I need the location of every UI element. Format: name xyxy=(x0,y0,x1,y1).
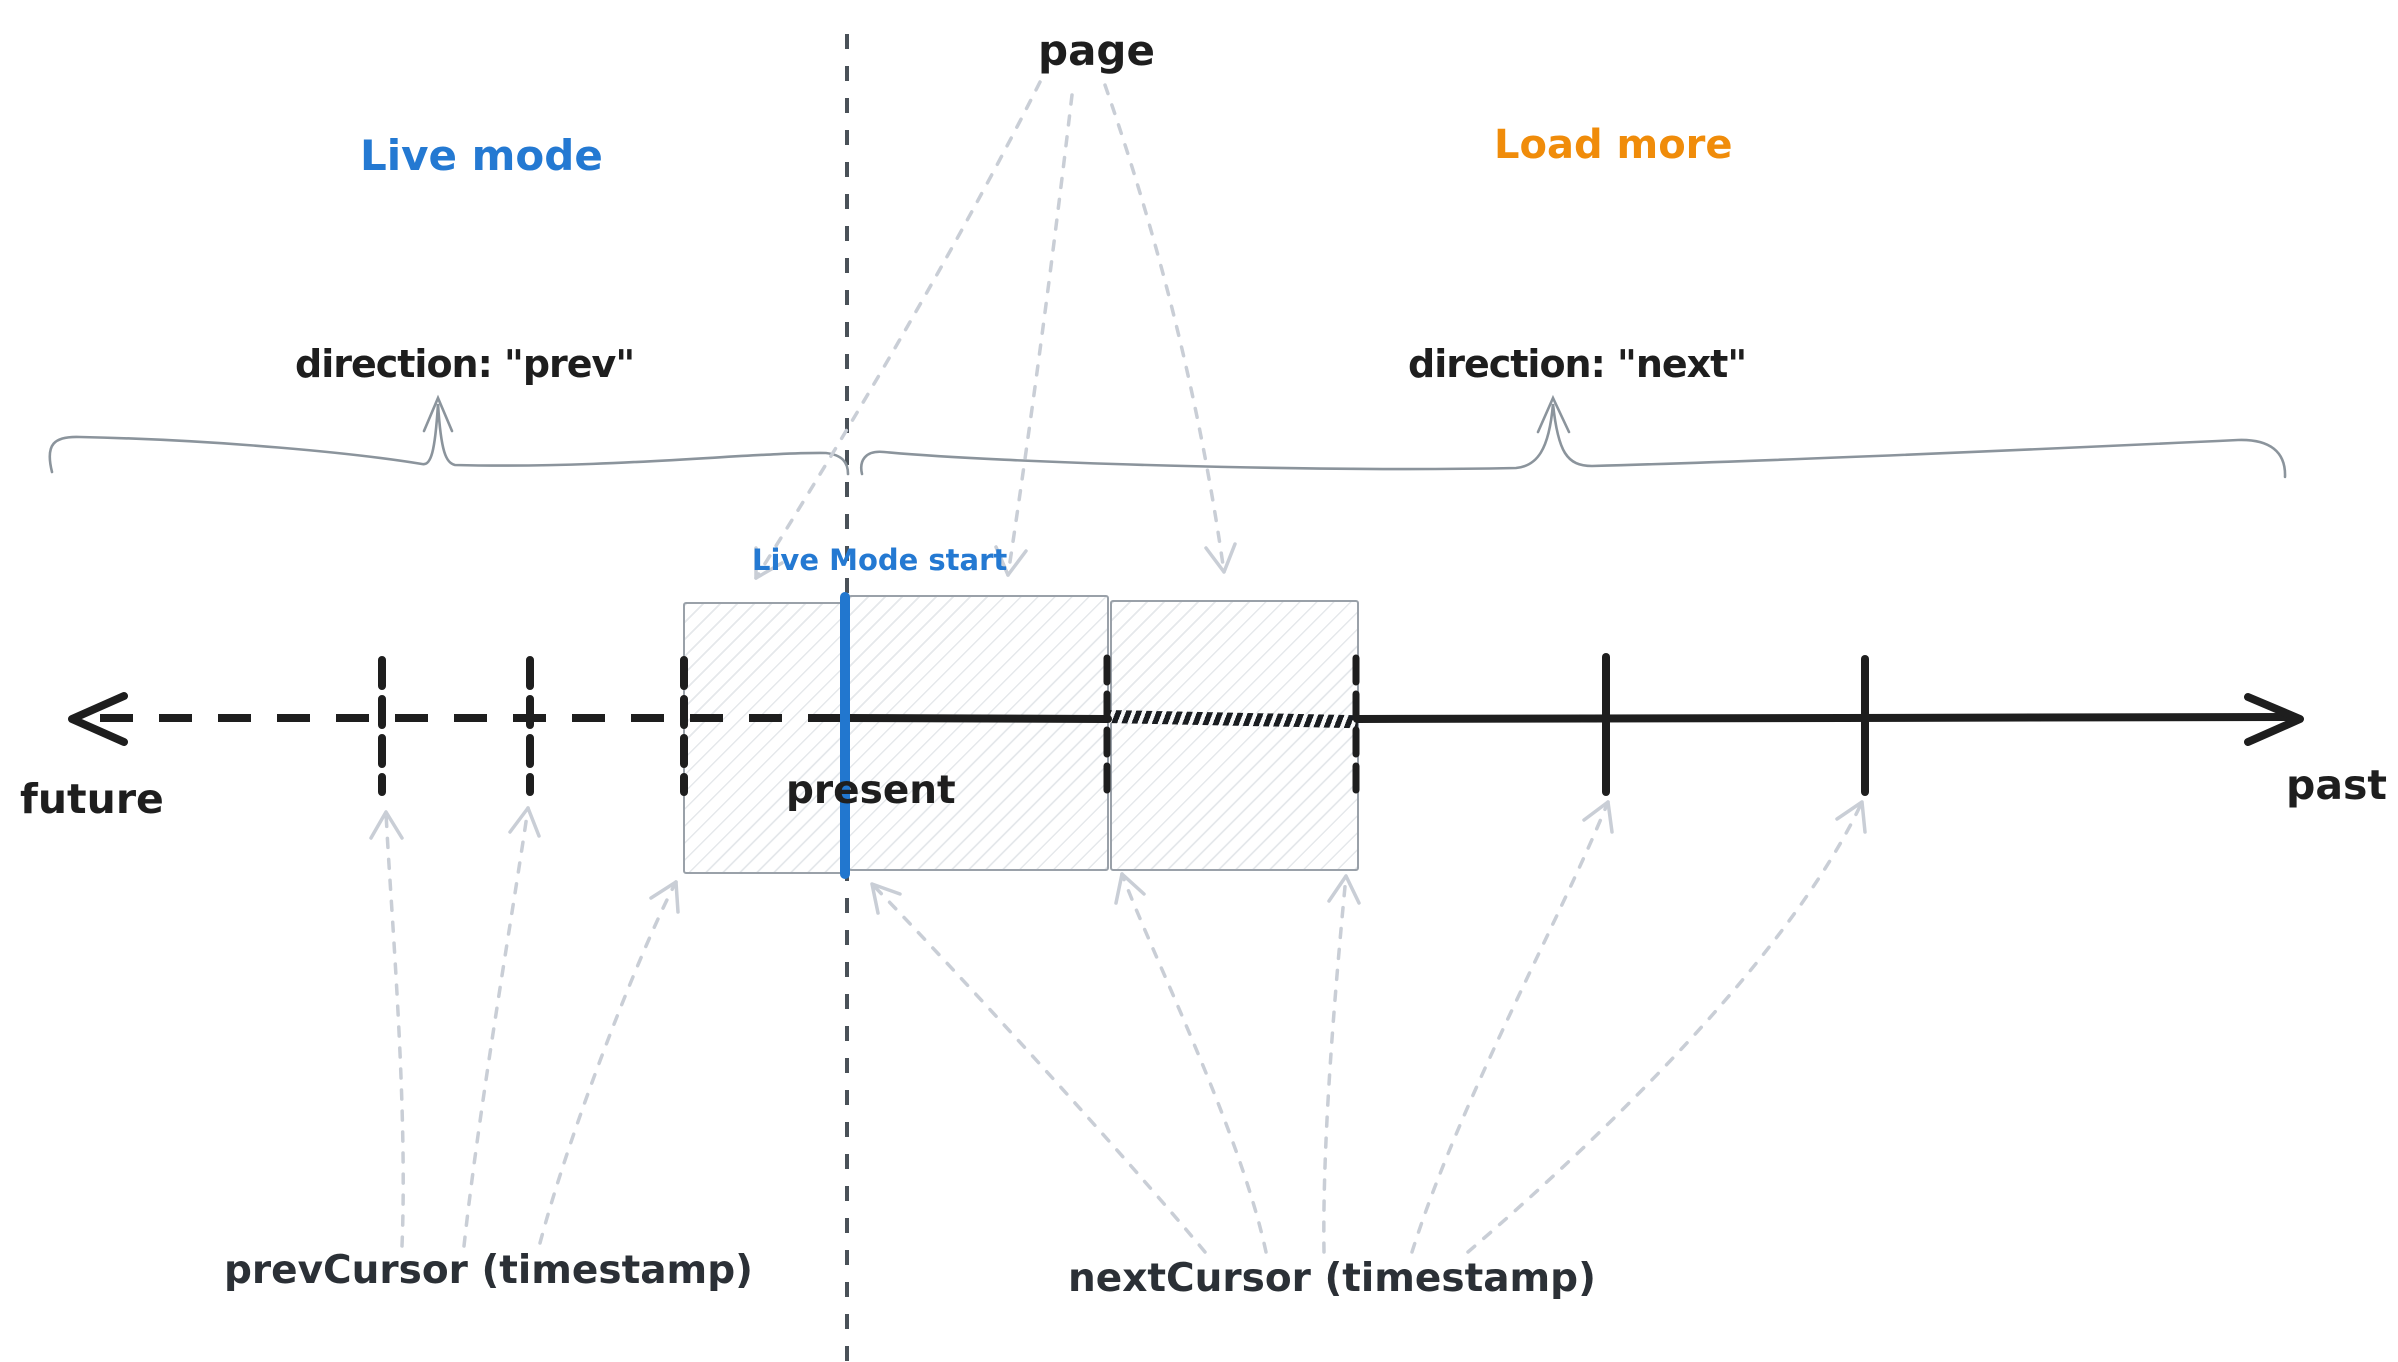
connector-page-to-box2-arrowhead-icon xyxy=(994,545,1028,577)
live-mode-label: Live mode xyxy=(360,131,603,180)
connector-prevcursor-to-box1-corner xyxy=(538,880,678,1245)
connector-page-to-box3-arrowhead-icon xyxy=(1204,542,1237,574)
connector-nextcursor-to-box3-corner-arrowhead-icon xyxy=(1327,874,1361,905)
past-label: past xyxy=(2286,761,2388,809)
brace-next-arrow-icon xyxy=(1536,394,1571,434)
direction-prev-label: direction: "prev" xyxy=(295,342,635,386)
brace-prev xyxy=(48,403,850,476)
timeline-solid-left xyxy=(842,714,1112,723)
connector-prevcursor-to-tick1 xyxy=(384,810,405,1248)
connector-nextcursor-to-tick1 xyxy=(1410,800,1610,1254)
timeline-past-arrowhead-icon xyxy=(2244,693,2304,746)
live-mode-start-label: Live Mode start xyxy=(752,543,1008,577)
connector-nextcursor-to-tick1-arrowhead-icon xyxy=(1582,800,1614,834)
prev-cursor-label: prevCursor (timestamp) xyxy=(224,1248,753,1293)
direction-next-label: direction: "next" xyxy=(1408,342,1747,386)
connector-prevcursor-to-box1-corner-arrowhead-icon xyxy=(649,880,680,914)
brace-next xyxy=(860,403,2287,479)
connector-nextcursor-to-present-arrowhead-icon xyxy=(870,882,902,915)
connector-nextcursor-to-box3-corner xyxy=(1322,874,1348,1254)
future-label: future xyxy=(20,775,164,823)
connector-prevcursor-to-tick1-arrowhead-icon xyxy=(369,810,404,840)
connector-nextcursor-to-tick2 xyxy=(1466,800,1864,1254)
connector-page-to-box3 xyxy=(1103,83,1226,574)
timeline-future-arrowhead-icon xyxy=(68,692,128,746)
page-box-first xyxy=(848,595,1109,871)
next-cursor-label: nextCursor (timestamp) xyxy=(1068,1256,1596,1301)
connector-prevcursor-to-tick2-arrowhead-icon xyxy=(508,806,541,838)
live-mode-start-marker xyxy=(840,592,850,879)
timeline-solid-right xyxy=(1353,713,2296,723)
page-label: page xyxy=(1038,26,1155,75)
present-label: present xyxy=(786,768,956,813)
page-box-loading xyxy=(1110,600,1359,871)
connector-nextcursor-to-present xyxy=(870,882,1207,1254)
brace-prev-arrow-icon xyxy=(422,394,454,433)
connector-page-to-box1 xyxy=(754,80,1042,580)
page-box-live-prev xyxy=(683,602,846,874)
connector-page-to-box1-arrowhead-icon xyxy=(754,546,784,580)
connector-nextcursor-to-tick2-arrowhead-icon xyxy=(1835,800,1867,834)
connector-prevcursor-to-tick2 xyxy=(462,806,530,1248)
connector-nextcursor-to-box2-corner xyxy=(1120,872,1268,1254)
connector-page-to-box2 xyxy=(1006,93,1074,577)
load-more-label: Load more xyxy=(1494,122,1733,168)
connector-nextcursor-to-box2-corner-arrowhead-icon xyxy=(1114,872,1146,905)
